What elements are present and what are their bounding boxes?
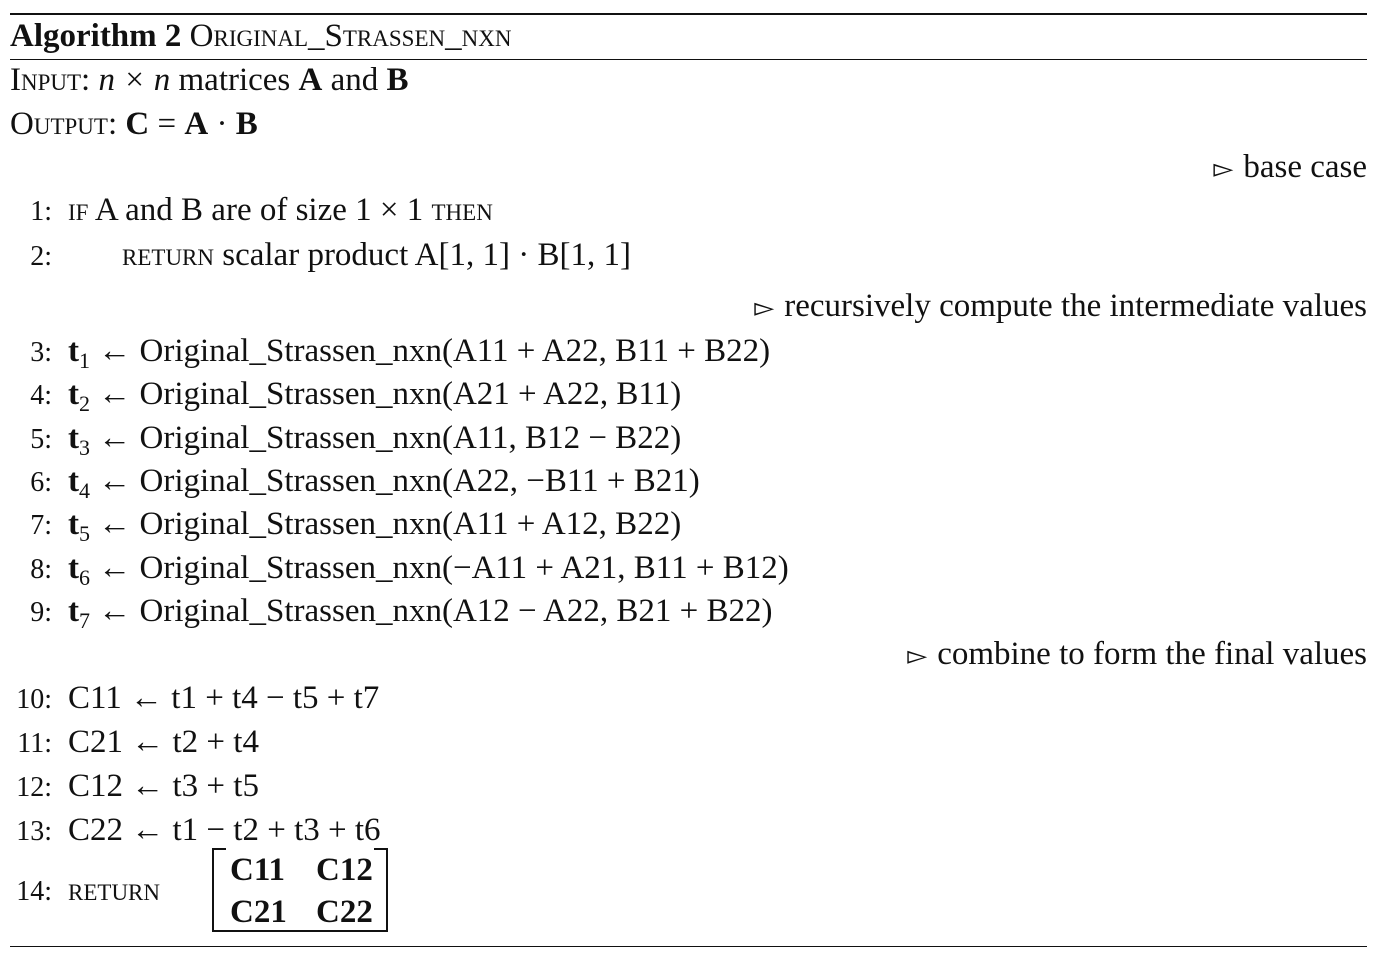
output-a: A: [184, 106, 209, 142]
algorithm-name: Original_Strassen_nxn: [189, 18, 512, 54]
algo-line-4: 4: t2 ← Original_Strassen_nxn(A21 + A22, …: [10, 374, 1367, 416]
line-expr: C22 ← t1 − t2 + t3 + t6: [68, 812, 381, 848]
keyword-if: if: [68, 192, 89, 228]
line-number: 8:: [30, 554, 52, 585]
algorithm-caption: Algorithm 2 Original_Strassen_nxn: [10, 16, 1367, 56]
line-expr: ← Original_Strassen_nxn(A11, B12 − B22): [98, 420, 682, 456]
input-dims: n × n: [98, 62, 171, 98]
line-expr: C21 ← t2 + t4: [68, 724, 259, 760]
line-number: 11:: [17, 728, 52, 759]
algo-line-5: 5: t3 ← Original_Strassen_nxn(A11, B12 − …: [10, 418, 1367, 460]
line-number: 5:: [30, 424, 52, 455]
algo-line-10: 10: C11 ← t1 + t4 − t5 + t7: [10, 678, 1367, 720]
line-expr: ← Original_Strassen_nxn(A11 + A12, B22): [98, 506, 682, 542]
algo-line-11: 11: C21 ← t2 + t4: [10, 722, 1367, 764]
var-t: t: [68, 463, 79, 499]
algorithm-label: Algorithm 2: [10, 18, 182, 54]
var-sub: 4: [79, 478, 90, 503]
bottom-rule: [10, 946, 1367, 947]
comment-triangle-icon: ▻: [754, 293, 775, 322]
line-number: 4:: [30, 380, 52, 411]
algo-line-7: 7: t5 ← Original_Strassen_nxn(A11 + A12, …: [10, 504, 1367, 546]
comment-text: recursively compute the intermediate val…: [784, 288, 1367, 324]
var-t: t: [68, 593, 79, 629]
keyword-return: return: [68, 872, 160, 908]
line-number: 2:: [30, 241, 52, 272]
input-matrices: matrices: [178, 62, 291, 98]
comment-triangle-icon: ▻: [1213, 154, 1234, 183]
matrix-c22: C22: [316, 894, 373, 930]
var-sub: 6: [79, 565, 90, 590]
algo-line-3: 3: t1 ← Original_Strassen_nxn(A11 + A22, …: [10, 331, 1367, 373]
output-c: C: [125, 106, 150, 142]
output-dot: ·: [216, 106, 228, 142]
keyword-return: return: [122, 237, 214, 273]
var-sub: 5: [79, 521, 90, 546]
var-sub: 3: [79, 435, 90, 460]
input-keyword: Input:: [10, 62, 91, 98]
line-expr: ← Original_Strassen_nxn(−A11 + A21, B11 …: [98, 550, 789, 586]
matrix-c11: C11: [230, 852, 286, 888]
line-expr: C11 ← t1 + t4 − t5 + t7: [68, 680, 380, 716]
comment-triangle-icon: ▻: [907, 641, 928, 670]
line-text: A and B are of size 1 × 1: [94, 192, 424, 228]
line-number: 6:: [30, 467, 52, 498]
top-rule: [10, 13, 1367, 15]
line-text: scalar product A[1, 1] · B[1, 1]: [222, 237, 631, 273]
var-t: t: [68, 420, 79, 456]
algo-line-2: 2: return scalar product A[1, 1] · B[1, 1…: [10, 235, 1367, 277]
input-a: A: [298, 62, 323, 98]
var-t: t: [68, 376, 79, 412]
var-sub: 7: [79, 608, 90, 633]
algo-line-13: 13: C22 ← t1 − t2 + t3 + t6: [10, 810, 1367, 852]
comment-text: combine to form the final values: [937, 636, 1367, 672]
result-matrix: C11 C12 C21 C22: [212, 845, 388, 935]
line-number: 7:: [30, 510, 52, 541]
matrix-c12: C12: [316, 852, 373, 888]
line-number: 12:: [16, 772, 52, 803]
line-expr: ← Original_Strassen_nxn(A21 + A22, B11): [98, 376, 682, 412]
output-eq: =: [157, 106, 177, 142]
algo-line-12: 12: C12 ← t3 + t5: [10, 766, 1367, 808]
var-t: t: [68, 333, 79, 369]
comment-recursive: ▻ recursively compute the intermediate va…: [10, 286, 1367, 328]
comment-combine: ▻ combine to form the final values: [10, 634, 1367, 676]
input-and: and: [330, 62, 379, 98]
line-number: 1:: [30, 196, 52, 227]
matrix-c21: C21: [230, 894, 287, 930]
line-number: 10:: [16, 684, 52, 715]
line-expr: ← Original_Strassen_nxn(A22, −B11 + B21): [98, 463, 700, 499]
output-keyword: Output:: [10, 106, 118, 142]
line-number: 3:: [30, 337, 52, 368]
algo-line-1: 1: if A and B are of size 1 × 1 then: [10, 190, 1367, 232]
comment-text: base case: [1243, 149, 1367, 185]
algo-line-8: 8: t6 ← Original_Strassen_nxn(−A11 + A21,…: [10, 548, 1367, 590]
keyword-then: then: [431, 192, 493, 228]
output-line: Output: C = A · B: [10, 104, 1367, 144]
algo-line-6: 6: t4 ← Original_Strassen_nxn(A22, −B11 +…: [10, 461, 1367, 503]
input-line: Input: n × n matrices A and B: [10, 60, 1367, 100]
line-expr: C12 ← t3 + t5: [68, 768, 259, 804]
line-number: 9:: [30, 597, 52, 628]
line-expr: ← Original_Strassen_nxn(A12 − A22, B21 +…: [98, 593, 773, 629]
line-number: 13:: [16, 816, 52, 847]
var-sub: 2: [79, 391, 90, 416]
var-t: t: [68, 550, 79, 586]
algo-line-14: 14: return: [10, 870, 1367, 912]
var-t: t: [68, 506, 79, 542]
output-b: B: [235, 106, 258, 142]
algo-line-9: 9: t7 ← Original_Strassen_nxn(A12 − A22, …: [10, 591, 1367, 633]
line-expr: ← Original_Strassen_nxn(A11 + A22, B11 +…: [98, 333, 771, 369]
var-sub: 1: [79, 348, 90, 373]
comment-base-case: ▻ base case: [10, 147, 1367, 189]
input-b: B: [386, 62, 409, 98]
caption-rule: [10, 59, 1367, 60]
line-number: 14:: [16, 876, 52, 907]
